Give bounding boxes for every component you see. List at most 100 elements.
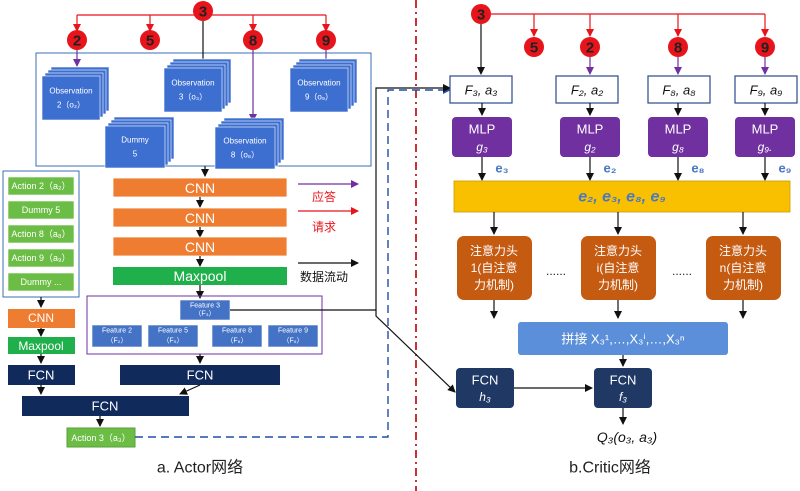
action-list-label: Action 2（a₂）	[11, 181, 70, 191]
concat-label: 拼接 X₃¹,…,X₃ⁱ,…,X₃ⁿ	[561, 332, 685, 347]
fcn-bottom-label: FCN	[92, 399, 119, 414]
critic-neighbor-label: 5	[530, 40, 538, 57]
fcn-right-down-arrow	[179, 384, 201, 395]
critic-neighbor-node	[580, 37, 600, 57]
maxpool-block	[113, 267, 287, 285]
actor-neighbor-node	[243, 30, 263, 50]
actor-neighbor-node	[67, 30, 87, 50]
actor-neighbor-label: 9	[322, 33, 330, 50]
action-list-label: Dummy 5	[22, 205, 61, 215]
left-cnn-block	[8, 309, 75, 328]
action-list-item	[7, 176, 75, 196]
critic-neighbor-node	[524, 37, 544, 57]
legend-request-label: 请求	[312, 220, 336, 234]
q-output-label: Q₃(o₃, a₃)	[597, 429, 657, 445]
critic-input-label: F₃, a₃	[465, 83, 498, 98]
observation-line2: 8（o₈）	[231, 151, 259, 160]
e-label: e₃	[495, 161, 508, 176]
fcn-left-label: FCN	[28, 368, 55, 383]
mlp-title: MLP	[577, 122, 604, 137]
action-list-label: Action 8（a₈）	[11, 229, 70, 239]
action-list-label: Dummy ...	[20, 277, 61, 287]
head-line3: 力机制)	[474, 278, 514, 292]
observation-box	[163, 67, 223, 113]
legend-dataflow-label: 数据流动	[300, 269, 348, 284]
fcn-f-title: FCN	[610, 373, 637, 388]
action-list-item	[7, 248, 75, 268]
feature-line1: Feature 2	[102, 328, 132, 335]
observation-line2: 5	[133, 150, 138, 159]
fcn-h-sub: h₃	[479, 390, 491, 404]
head-line3: 力机制)	[598, 278, 638, 292]
feature-to-critic-line	[230, 84, 451, 311]
e-label: e₉	[778, 161, 791, 176]
actor-root-node	[193, 1, 213, 21]
observation-box	[104, 125, 166, 169]
critic-neighbor-label: 2	[586, 40, 594, 57]
mlp-g-label: g₂	[584, 140, 596, 154]
head-line3: 力机制)	[723, 278, 763, 292]
mlp-block	[648, 117, 708, 157]
mlp-g-label: g₉.	[758, 140, 773, 154]
actor-root-label: 3	[199, 4, 207, 21]
attention-head	[706, 236, 781, 300]
attention-head	[457, 236, 532, 300]
feature-line1: Feature 8	[222, 328, 252, 335]
critic-input-box	[734, 75, 798, 104]
mlp-block	[560, 117, 620, 157]
action-list-item	[7, 272, 75, 292]
observation-line2: 2（o₂）	[57, 101, 85, 110]
legend-response-label: 应答	[312, 189, 336, 204]
critic-root-label: 3	[477, 7, 485, 24]
mlp-title: MLP	[469, 122, 496, 137]
observation-box	[41, 75, 101, 121]
feature-line2: （F₃）	[194, 310, 215, 318]
feature-line1: Feature 3	[190, 303, 220, 310]
observation-box	[289, 67, 349, 113]
head-line1: 注意力头	[719, 243, 767, 258]
feature-line2: （F₂）	[107, 337, 128, 345]
feature-box	[211, 324, 263, 348]
fcn-h-block	[456, 368, 514, 408]
left-maxpool-block	[8, 337, 75, 354]
observation-line1: Observation	[223, 137, 266, 146]
actor-neighbor-node	[316, 30, 336, 50]
head-line2: n(自注意	[720, 260, 767, 275]
critic-neighbor-node	[755, 37, 775, 57]
critic-input-label: F₂, a₂	[571, 83, 603, 98]
fcn-f-sub: f₃	[619, 390, 627, 404]
actor-neighbor-node	[140, 30, 160, 50]
head-line1: 注意力头	[594, 243, 642, 258]
maxpool-label: Maxpool	[174, 268, 227, 284]
mlp-block	[735, 117, 795, 157]
fcn-right-block	[120, 365, 280, 385]
left-cnn-label: CNN	[28, 311, 54, 325]
fcn-h-title: FCN	[472, 373, 499, 388]
actor-caption: a. Actor网络	[157, 458, 243, 477]
action-list-item	[7, 200, 75, 220]
cnn-label: CNN	[185, 180, 215, 196]
fcn-right-label: FCN	[187, 368, 214, 383]
action-to-critic-dashed	[135, 86, 451, 438]
actor-neighbor-label: 2	[73, 33, 81, 50]
critic-input-box	[647, 75, 711, 104]
critic-input-box	[555, 75, 619, 104]
mlp-block	[452, 117, 512, 157]
cnn-label: CNN	[185, 239, 215, 255]
critic-caption: b.Critic网络	[569, 458, 651, 477]
e-label: e₈	[691, 161, 704, 176]
feature-box	[267, 324, 319, 348]
mlp-title: MLP	[752, 122, 779, 137]
observation-line2: 3（o₃）	[179, 93, 207, 102]
mlp-g-label: g₃	[476, 140, 488, 154]
mlp-title: MLP	[665, 122, 692, 137]
observation-line2: 9（o₉）	[305, 93, 333, 102]
feature-line1: Feature 5	[158, 328, 188, 335]
head-line1: 注意力头	[470, 243, 518, 258]
critic-input-label: F₉, a₉	[750, 83, 783, 98]
actor-neighbor-label: 8	[249, 33, 257, 50]
e-label: e₂	[603, 161, 616, 176]
concat-bar	[518, 322, 728, 355]
critic-neighbor-node	[668, 37, 688, 57]
